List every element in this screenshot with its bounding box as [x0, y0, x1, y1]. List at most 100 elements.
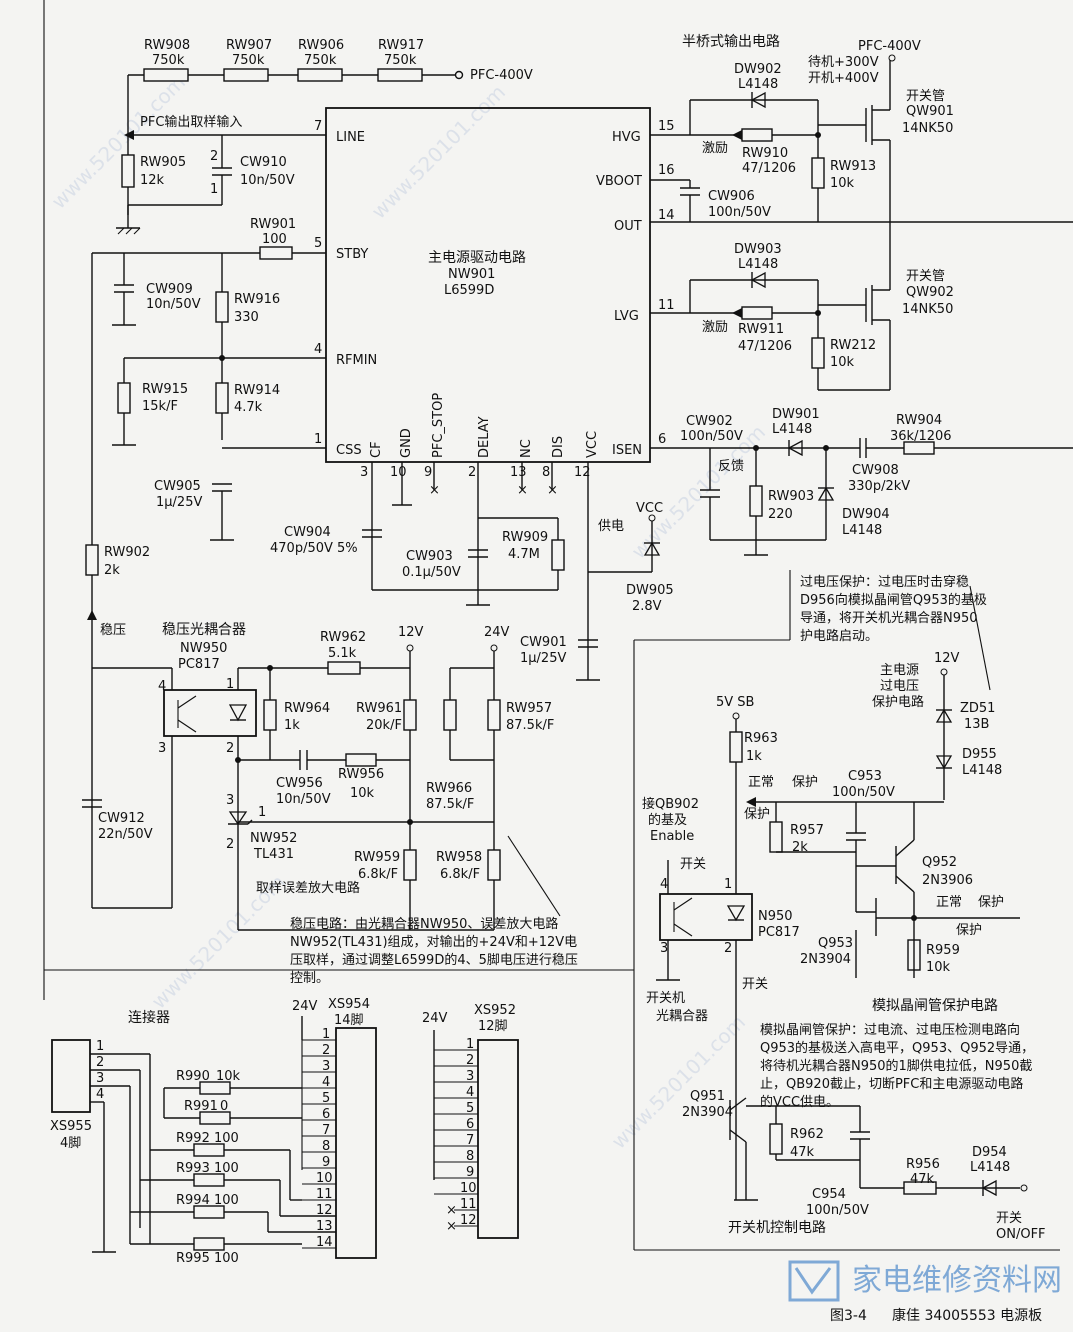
cw909-name: CW909 [146, 282, 193, 297]
dw902-name: DW902 [734, 62, 782, 77]
svg-text:6: 6 [466, 1117, 474, 1132]
xs955-pins: 4脚 [60, 1135, 81, 1151]
brand-logo: 家电维修资料网 [788, 1260, 1062, 1302]
rw908-value: 750k [152, 53, 185, 68]
cw910-name: CW910 [240, 155, 287, 170]
cw904-name: CW904 [284, 525, 331, 540]
rw964-value: 1k [284, 718, 300, 733]
xs954-pin-numbers: 1 2 3 4 5 6 7 8 9 10 11 12 13 14 [316, 1027, 333, 1250]
svg-text:13: 13 [510, 465, 527, 480]
svg-text:14: 14 [316, 1235, 333, 1250]
nw950-name: NW950 [180, 641, 227, 656]
excite2-label: 激励 [702, 320, 728, 335]
ic-l6599d: 主电源驱动电路 NW901 L6599D LINE 7 STBY 5 RFMIN… [314, 107, 675, 680]
pin-cf: CF [369, 441, 384, 458]
rw958-value: 6.8k/F [440, 867, 480, 882]
q953-part: 2N3904 [800, 952, 851, 967]
r993-value: 100 [214, 1161, 239, 1176]
svg-text:1: 1 [314, 432, 322, 447]
svg-text:将待机光耦合器N950的1脚供电拉低，N950截: 将待机光耦合器N950的1脚供电拉低，N950截 [760, 1058, 1032, 1074]
svg-text:10: 10 [316, 1171, 333, 1186]
nw950-part: PC817 [178, 657, 220, 672]
cw905-value: 1μ/25V [156, 495, 202, 510]
rw913-name: RW913 [830, 159, 876, 174]
svg-text:1: 1 [226, 677, 234, 692]
svg-text:11: 11 [460, 1197, 477, 1212]
rw908-name: RW908 [144, 38, 190, 53]
r990-value: 10k [216, 1069, 241, 1084]
dw903-name: DW903 [734, 242, 782, 257]
r963-value: 1k [746, 749, 762, 764]
excite1-label: 激励 [702, 141, 728, 156]
rw905-name: RW905 [140, 155, 186, 170]
main-ov-protection: 12V 主电源 过电压 保护电路 ZD51 13B D955 L4148 [872, 585, 1002, 800]
svg-text:1: 1 [258, 805, 266, 820]
normal1-label: 正常 [748, 775, 774, 790]
svg-text:×: × [446, 1219, 457, 1234]
rw961-value: 20k/F [366, 718, 402, 733]
pin-out: OUT [614, 219, 642, 234]
q952-part: 2N3906 [922, 873, 973, 888]
rw914-value: 4.7k [234, 400, 263, 415]
cw912-value: 22n/50V [98, 827, 153, 842]
normal2-label: 正常 [936, 895, 962, 910]
q951-name: Q951 [690, 1089, 725, 1104]
rw903-value: 220 [768, 507, 793, 522]
rw904-value: 36k/1206 [890, 429, 952, 444]
svg-text:1: 1 [466, 1037, 474, 1052]
rw901-name: RW901 [250, 217, 296, 232]
c953-name: C953 [848, 769, 882, 784]
r992-value: 100 [214, 1131, 239, 1146]
svg-text:1: 1 [724, 877, 732, 892]
q951-part: 2N3904 [682, 1105, 733, 1120]
svg-text:7: 7 [466, 1133, 474, 1148]
svg-text:www.520101.com: www.520101.com [607, 1010, 751, 1154]
r959-value: 10k [926, 960, 951, 975]
svg-text:导通，将开关机光耦合器N950: 导通，将开关机光耦合器N950 [800, 611, 978, 626]
r995-name: R995 [176, 1251, 210, 1266]
line-input: PFC输出取样输入 RW905 12k 2 1 CW910 10n/50V [116, 114, 326, 235]
r956-name: R956 [906, 1157, 940, 1172]
svg-text:6: 6 [658, 432, 666, 447]
svg-text:14: 14 [658, 208, 675, 223]
rw917-name: RW917 [378, 38, 424, 53]
r956-value: 47k [910, 1172, 935, 1187]
xs952-name: XS952 [474, 1003, 516, 1018]
svg-text:10: 10 [460, 1181, 477, 1196]
rw910-value: 47/1206 [742, 161, 796, 176]
rw911-value: 47/1206 [738, 339, 792, 354]
n950-caption2: 光耦合器 [656, 1009, 708, 1024]
isen-feedback: CW902 100n/50V 反馈 RW903 220 DW901 L4148 … [650, 407, 1073, 556]
dw904-value: L4148 [842, 523, 882, 538]
delay-network: CW904 470p/50V 5% CW903 0.1μ/50V RW909 4… [270, 517, 565, 606]
rw962-name: RW962 [320, 630, 366, 645]
qw901-name: QW901 [906, 104, 954, 119]
switch3-label: 开关 [996, 1211, 1022, 1226]
rw906-name: RW906 [298, 38, 344, 53]
c954-value: 100n/50V [806, 1203, 869, 1218]
ic-ref: NW901 [448, 267, 495, 282]
r994-name: R994 [176, 1193, 210, 1208]
rw964-name: RW964 [284, 701, 330, 716]
onoff-optocoupler: 接QB902 的基及 Enable 开关 4 3 1 2 N950 PC817 … [642, 796, 800, 1200]
rw958-name: RW958 [436, 850, 482, 865]
thyristor-circuit-label: 模拟晶闸管保护电路 [872, 998, 998, 1014]
figure-number: 图3-4 [830, 1308, 867, 1324]
svg-text:控制。: 控制。 [290, 971, 329, 986]
rw914-name: RW914 [234, 383, 280, 398]
protect1-label: 保护 [792, 775, 818, 790]
pfc-divider-chain: RW908 750k RW907 750k RW906 750k RW917 7… [127, 38, 533, 215]
rw961-name: RW961 [356, 701, 402, 716]
rw904-name: RW904 [896, 413, 942, 428]
connector-label: 连接器 [128, 1009, 170, 1026]
rw909-name: RW909 [502, 530, 548, 545]
r995-value: 100 [214, 1251, 239, 1266]
r959-name: R959 [926, 943, 960, 958]
rw915-value: 15k/F [142, 399, 178, 414]
cw956-name: CW956 [276, 776, 323, 791]
svg-text:压取样，通过调整L6599D的4、5脚电压进行稳压: 压取样，通过调整L6599D的4、5脚电压进行稳压 [290, 952, 578, 968]
rw917-value: 750k [384, 53, 417, 68]
xs952-pins: 12脚 [478, 1018, 508, 1034]
cw901-name: CW901 [520, 635, 567, 650]
svg-text:1: 1 [210, 182, 218, 197]
